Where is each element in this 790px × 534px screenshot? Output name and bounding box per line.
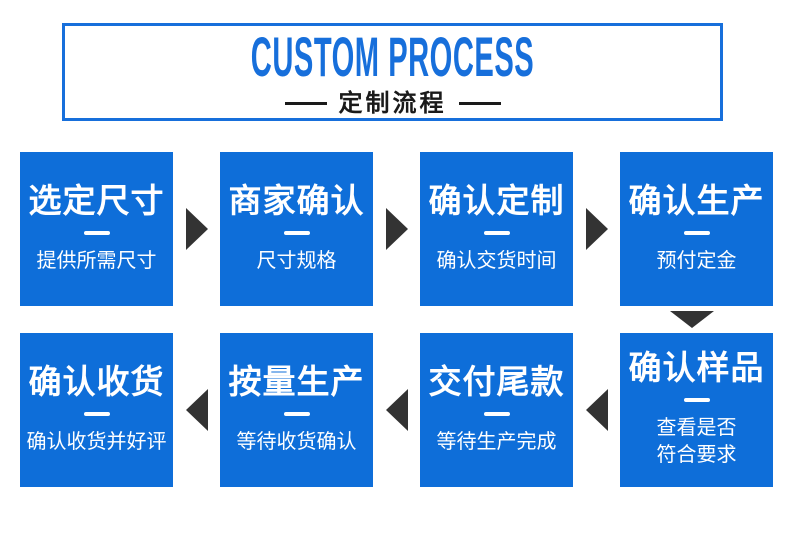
step-subtitle: 确认收货并好评 (26, 430, 167, 453)
left-dash-line (284, 102, 327, 105)
title-underline (283, 230, 310, 235)
step-subtitle: 等待收货确认 (236, 430, 357, 453)
arrow-right-icon (585, 208, 608, 250)
title-underline (283, 411, 310, 416)
step-box-4: 确认生产 预付定金 (620, 152, 773, 306)
title-underline (683, 230, 710, 235)
arrow-cell (173, 152, 220, 306)
step-subtitle: 预付定金 (656, 249, 737, 272)
title-underline (83, 411, 110, 416)
step-title: 确认收货 (28, 362, 165, 400)
step-box-1: 选定尺寸 提供所需尺寸 (20, 152, 173, 306)
title-underline (483, 411, 510, 416)
step-box-8: 确认收货 确认收货并好评 (20, 333, 173, 487)
arrow-right-icon (185, 208, 208, 250)
step-subtitle: 尺寸规格 (256, 249, 337, 272)
title-underline (483, 230, 510, 235)
title-underline (683, 398, 710, 402)
arrow-cell (373, 152, 420, 306)
step-title: 商家确认 (228, 181, 365, 219)
arrow-down-icon (670, 311, 714, 328)
step-box-7: 按量生产 等待收货确认 (220, 333, 373, 487)
arrow-cell (573, 333, 620, 487)
flow-row-top: 选定尺寸 提供所需尺寸 商家确认 尺寸规格 确认定制 确认交货时间 确认生产 预… (20, 152, 773, 306)
step-title: 确认生产 (628, 181, 765, 219)
header-title-en: CUSTOM PROCESS (250, 24, 535, 88)
arrow-cell (573, 152, 620, 306)
step-title: 交付尾款 (428, 362, 565, 400)
step-box-3: 确认定制 确认交货时间 (420, 152, 573, 306)
step-title: 选定尺寸 (28, 181, 165, 219)
arrow-left-icon (185, 389, 208, 431)
row-connector (0, 306, 790, 333)
step-title: 确认样品 (628, 349, 765, 386)
title-underline (83, 230, 110, 235)
step-box-5: 确认样品 查看是否 符合要求 (620, 333, 773, 487)
arrow-right-icon (385, 208, 408, 250)
step-subtitle: 等待生产完成 (436, 430, 557, 453)
step-box-2: 商家确认 尺寸规格 (220, 152, 373, 306)
arrow-cell (173, 333, 220, 487)
right-dash-line (458, 102, 501, 105)
step-subtitle: 提供所需尺寸 (36, 249, 157, 272)
step-subtitle: 查看是否 (656, 417, 737, 439)
step-title: 确认定制 (428, 181, 565, 219)
step-title: 按量生产 (228, 362, 365, 400)
step-subtitle: 确认交货时间 (436, 249, 557, 272)
process-header: CUSTOM PROCESS 定制流程 (62, 23, 723, 121)
arrow-cell (373, 333, 420, 487)
header-title-zh: 定制流程 (338, 89, 447, 117)
arrow-left-icon (385, 389, 408, 431)
arrow-left-icon (585, 389, 608, 431)
step-box-6: 交付尾款 等待生产完成 (420, 333, 573, 487)
flow-row-bottom: 确认收货 确认收货并好评 按量生产 等待收货确认 交付尾款 等待生产完成 确认样… (20, 333, 773, 487)
step-subtitle-line2: 符合要求 (656, 444, 737, 466)
header-title-zh-row: 定制流程 (284, 89, 501, 117)
